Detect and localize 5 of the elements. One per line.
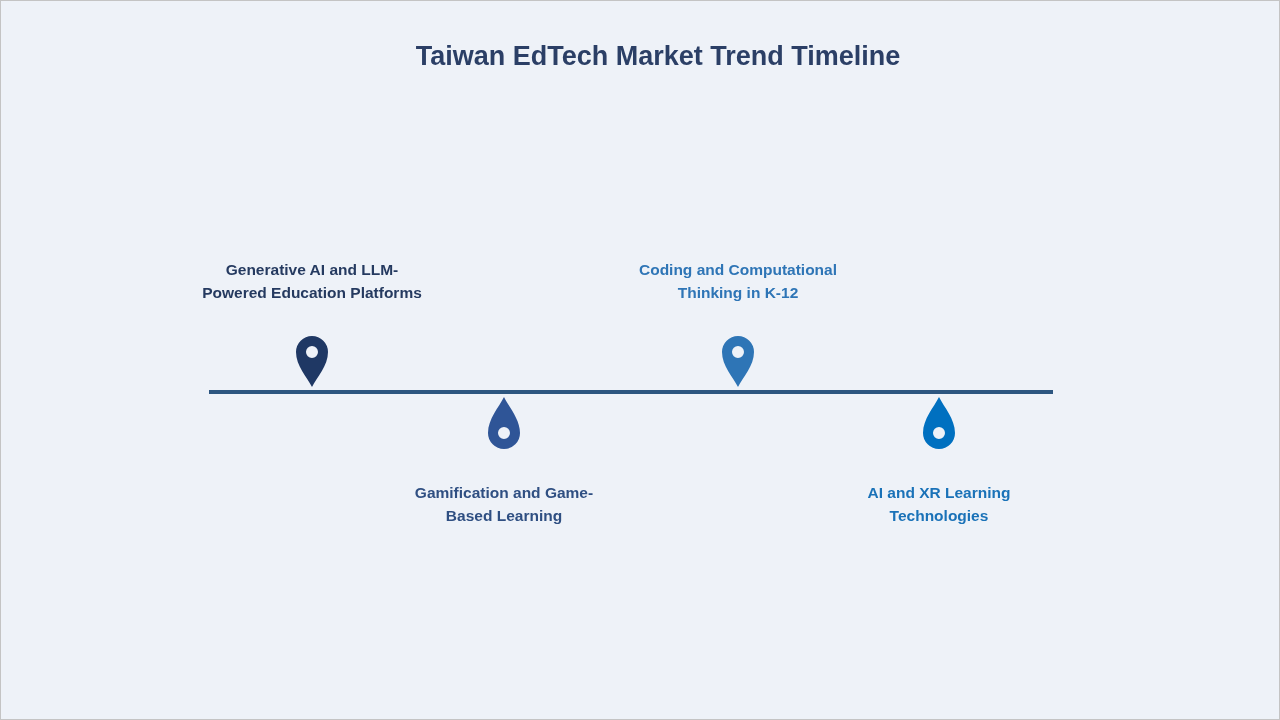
diagram-title: Taiwan EdTech Market Trend Timeline [415,41,901,72]
timeline-label: Coding and Computational Thinking in K-12 [637,260,838,303]
timeline-label: Gamification and Game-Based Learning [413,483,595,526]
timeline-label: Generative AI and LLM-Powered Education Platforms [201,260,423,303]
timeline-label: AI and XR Learning Technologies [866,483,1012,526]
